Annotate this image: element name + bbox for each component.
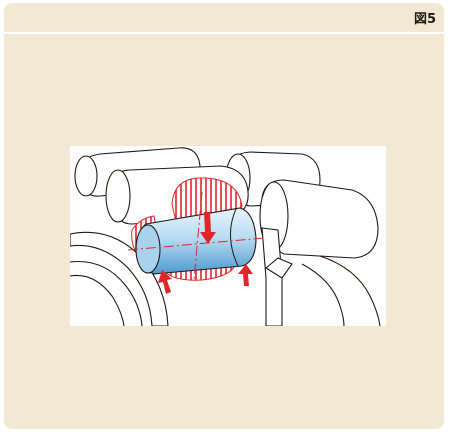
figure-panel: 図5 [4,3,444,429]
figure-label: 図5 [414,8,436,27]
header-divider [4,32,444,34]
bearing-illustration [70,146,386,326]
back-roller-mid-end [106,170,130,222]
back-roller-left-end [75,156,97,196]
loaded-roller-end [136,225,160,273]
